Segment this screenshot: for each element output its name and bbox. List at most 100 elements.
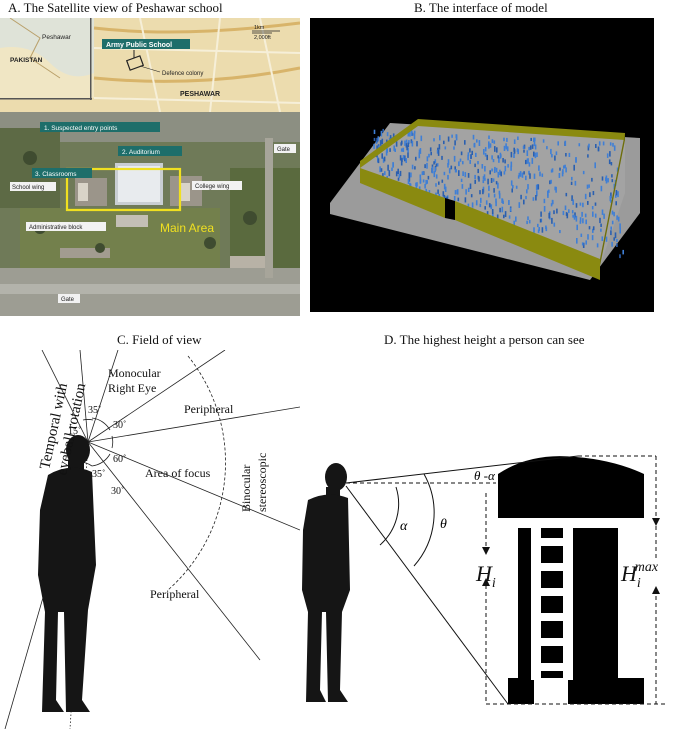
angle-60: 60˚ [113,454,126,465]
model-person [571,195,573,201]
model-person [482,179,485,184]
model-person [379,166,381,173]
model-person [386,132,389,137]
model-person [607,178,609,183]
model-person [582,202,584,208]
model-person [426,162,428,169]
model-person [555,151,558,156]
model-person [613,183,616,189]
model-person [490,204,493,210]
model-person [551,217,553,224]
model-person [476,139,478,143]
angle-35-top: 35˚ [88,405,101,416]
model-person [434,167,436,173]
model-person [438,193,440,198]
model-person [489,143,492,148]
model-person [551,199,554,205]
model-person [501,206,504,213]
model-person [513,220,515,226]
model-person [538,227,540,231]
model-person [611,220,614,225]
highest-height-diagram: θ -α α θ Hi Himax [302,455,666,705]
model-person [409,131,411,137]
model-person [391,167,393,171]
model-person [380,168,383,172]
model-person [458,161,460,167]
model-person [443,140,445,145]
model-person [384,171,386,176]
model-person [603,213,605,219]
model-person [511,188,513,193]
model-person [549,180,551,185]
model-person [433,138,435,142]
angle-30-bottom: 30˚ [111,486,124,497]
model-person [573,215,576,220]
model-person [411,164,414,170]
model-person [533,227,535,233]
model-person [587,154,589,158]
model-person [496,214,499,221]
model-person [523,144,526,149]
person-silhouette-right [302,463,350,702]
model-person [438,144,441,150]
model-person [422,179,425,183]
model-person [587,145,590,151]
model-person [394,148,396,152]
model-person [411,130,413,136]
model-person [475,152,477,157]
model-person [441,179,444,183]
model-person [447,136,450,142]
photo-label-auditorium: 2. Auditorium [122,149,160,156]
model-person [415,182,417,186]
model-person [498,157,500,163]
model-person [508,215,511,219]
model-person [467,152,470,157]
model-person [506,146,509,152]
model-person [443,171,446,176]
model-person [584,193,587,200]
model-person [509,207,512,212]
model-person [500,171,502,177]
model-person [404,155,406,162]
model-person [387,164,389,171]
model-person [534,144,537,150]
model-person [392,133,395,139]
model-person [600,185,603,192]
photo-label-admin: Administrative block [29,225,83,231]
model-person [404,140,406,146]
model-person [503,145,506,151]
model-person [601,209,604,215]
model-person [400,148,403,152]
model-person [559,167,561,171]
model-person [382,173,384,178]
model-person [474,179,476,184]
model-person [470,194,473,198]
model-person [413,130,416,134]
map-label-pakistan: PAKISTAN [10,57,43,64]
model-person [551,168,554,173]
model-person [376,137,378,143]
model-person [443,194,446,199]
model-person [548,212,550,219]
model-person [537,184,540,190]
model-person [523,171,525,175]
field-of-view-diagram: Temporal with eyeball rotation Monocular… [4,350,300,729]
model-person [610,230,612,236]
model-person [484,206,486,210]
model-person [418,152,421,159]
model-person [579,217,582,222]
model-person [496,147,498,153]
model-person [504,211,507,217]
model-person [540,211,542,217]
model-person [523,199,525,205]
model-person [550,148,552,155]
model-person [382,157,385,163]
model-person [613,237,615,241]
model-person [559,230,561,234]
model-person [528,162,531,167]
model-person [410,139,413,144]
model-person [439,135,441,141]
label-h-max-sub: i [637,576,641,591]
model-person [616,167,619,172]
model-person [550,203,553,207]
